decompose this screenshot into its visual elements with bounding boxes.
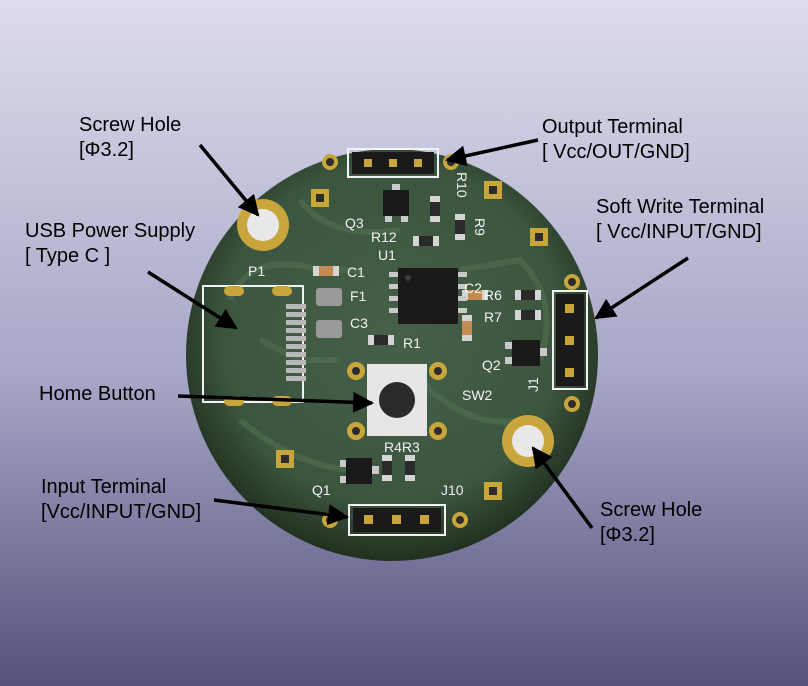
- home-button-switch: [347, 362, 447, 440]
- callout-spec: [ Vcc/OUT/GND]: [542, 141, 690, 163]
- callout-arrows: [147, 138, 689, 530]
- arrow-home-button: [177, 391, 375, 413]
- callout-spec: [Vcc/INPUT/GND]: [41, 501, 202, 523]
- arrow-usb-power: [147, 270, 238, 330]
- screw-hole-top-left: [237, 199, 289, 251]
- callout-spec: [ Type C ]: [25, 245, 111, 267]
- label-c2: C2: [464, 280, 482, 296]
- callout-screw-hole-bottom-right: Screw Hole [Φ3.2]: [600, 498, 702, 548]
- square-pads: [276, 181, 548, 500]
- label-f1: F1: [350, 288, 367, 304]
- label-sw2: SW2: [462, 387, 493, 403]
- label-p1: P1: [248, 263, 265, 279]
- callout-spec: [ Vcc/INPUT/GND]: [596, 221, 762, 243]
- callout-title: Soft Write Terminal: [596, 196, 765, 218]
- callout-title: USB Power Supply: [25, 220, 196, 242]
- callout-output-terminal: Output Terminal [ Vcc/OUT/GND]: [542, 115, 690, 165]
- callout-soft-write-terminal: Soft Write Terminal [ Vcc/INPUT/GND]: [596, 195, 764, 245]
- callout-input-terminal: Input Terminal [Vcc/INPUT/GND]: [41, 475, 201, 525]
- arrow-screw-hole-top-left: [198, 143, 260, 217]
- label-r10: R10: [454, 172, 470, 198]
- callout-spec: [Φ3.2]: [79, 139, 134, 161]
- passive-components: [313, 196, 541, 481]
- callout-screw-hole-top-left: Screw Hole [Φ3.2]: [79, 113, 181, 163]
- output-terminal-header: [347, 148, 439, 178]
- input-terminal-header: [348, 504, 446, 536]
- transistor-q2: [505, 340, 547, 366]
- usb-type-c-footprint: [202, 285, 306, 406]
- callout-usb-power-supply: USB Power Supply [ Type C ]: [25, 219, 195, 269]
- label-r4r3: R4R3: [384, 439, 420, 455]
- label-c3: C3: [350, 315, 368, 331]
- silkscreen-labels: P1 Q3 R12 U1 R10 R9 C1 F1 C3 C2 R6 R7 R1…: [248, 172, 541, 498]
- transistor-q3: [383, 184, 409, 222]
- label-r1: R1: [403, 335, 421, 351]
- ic-u1: [389, 268, 467, 324]
- callout-title: Home Button: [39, 383, 156, 405]
- callout-home-button: Home Button: [39, 382, 156, 407]
- label-q1: Q1: [312, 482, 331, 498]
- label-j10: J10: [441, 482, 464, 498]
- label-r12: R12: [371, 229, 397, 245]
- arrow-input-terminal: [213, 498, 350, 526]
- label-r7: R7: [484, 309, 502, 325]
- label-u1: U1: [378, 247, 396, 263]
- callout-title: Output Terminal: [542, 116, 683, 138]
- label-j1: J1: [525, 377, 541, 392]
- label-r9: R9: [472, 218, 488, 236]
- arrow-soft-write-terminal: [594, 256, 689, 320]
- label-q2: Q2: [482, 357, 501, 373]
- callout-title: Screw Hole: [79, 114, 182, 136]
- callout-title: Screw Hole: [600, 499, 703, 521]
- callout-spec: [Φ3.2]: [600, 524, 655, 546]
- screw-hole-bottom-right: [502, 415, 554, 467]
- soft-write-terminal-header: [552, 290, 588, 390]
- label-c1: C1: [347, 264, 365, 280]
- arrow-screw-hole-bottom-right: [531, 446, 594, 530]
- arrow-output-terminal: [444, 138, 539, 167]
- label-q3: Q3: [345, 215, 364, 231]
- callout-title: Input Terminal: [41, 476, 167, 498]
- label-r6: R6: [484, 287, 502, 303]
- transistor-q1: [340, 458, 379, 484]
